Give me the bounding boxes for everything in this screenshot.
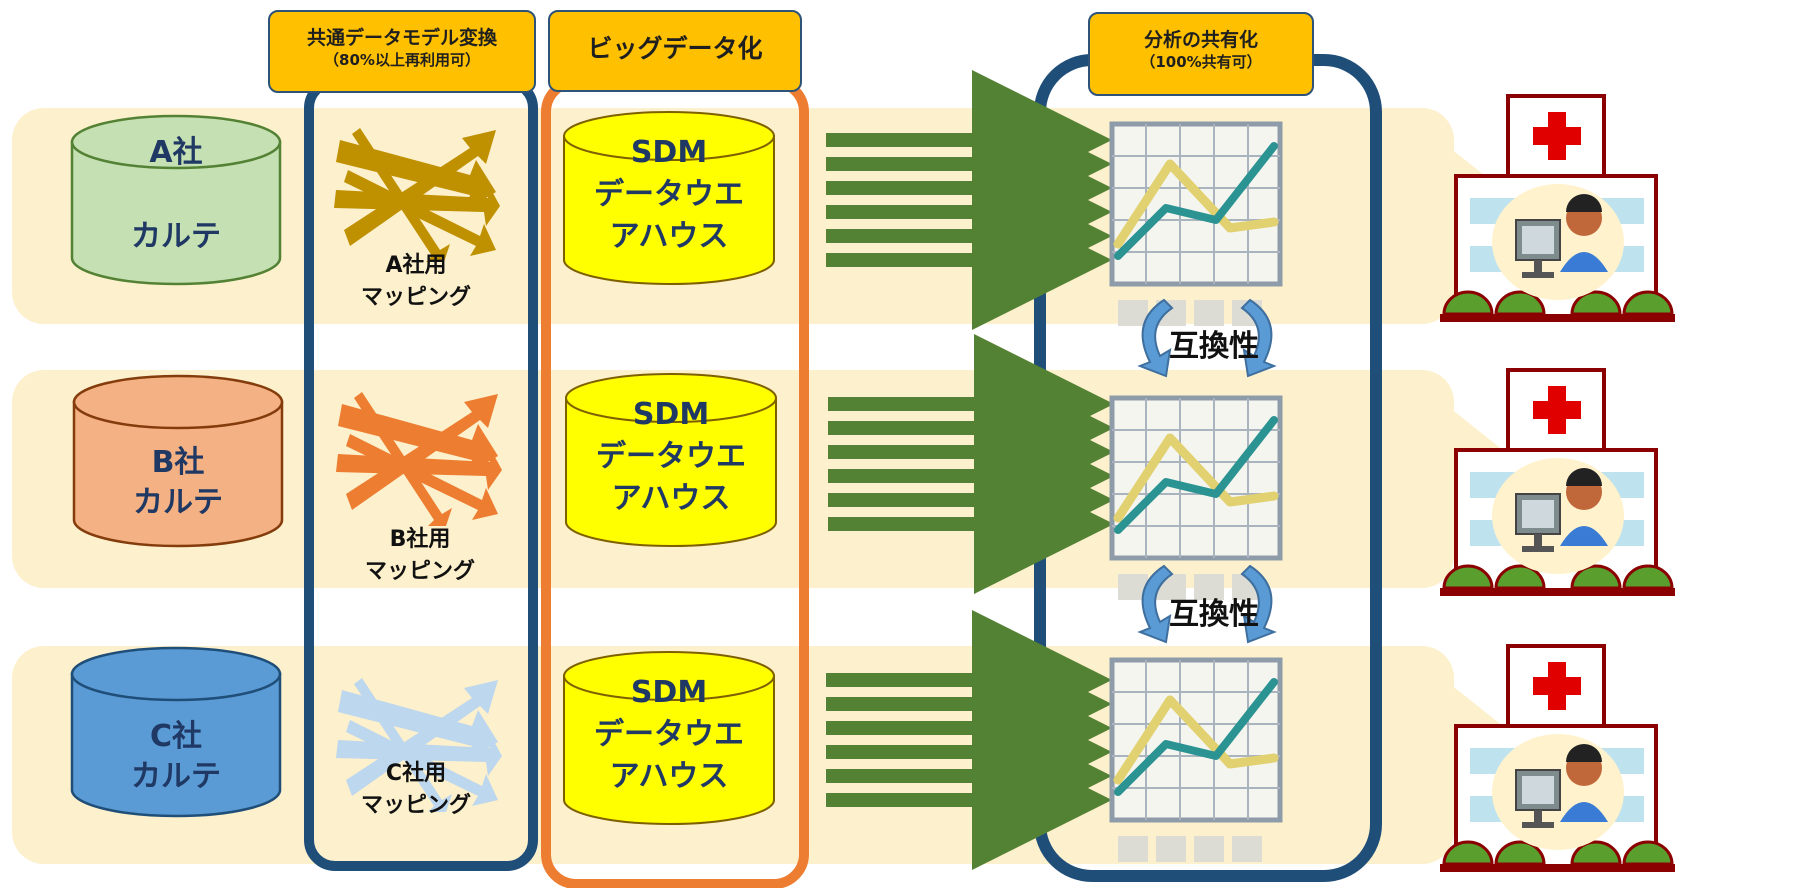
mapping-header-line2: （80%以上再利用可） <box>324 51 480 69</box>
chart-label-c: カルテ <box>131 759 221 794</box>
company-label-a: A社 <box>149 135 202 170</box>
hospital-icon-b <box>1438 368 1677 598</box>
dw-c-line1: SDM <box>631 675 707 710</box>
company-label-b: B社 <box>152 445 205 480</box>
mapping-column-header: 共通データモデル変換 （80%以上再利用可） <box>268 10 536 93</box>
dw-cylinder-b <box>565 373 777 547</box>
dw-b-line2: データウエ <box>596 439 746 474</box>
cylinder-a <box>70 114 282 286</box>
flow-arrows-c <box>826 610 1112 870</box>
mapping-label-a-line1: A社用 <box>385 252 446 278</box>
tangled-arrows-c <box>336 678 502 812</box>
compatibility-label-1: 互換性 <box>1169 329 1259 364</box>
dw-a-line3: アハウス <box>610 219 729 254</box>
cycle-arrows-icon-2 <box>1137 564 1277 644</box>
dw-cylinder-a <box>563 111 775 285</box>
dw-a-line1: SDM <box>631 135 707 170</box>
mapping-label-c-line2: マッピング <box>361 792 471 818</box>
mapping-label-c-line1: C社用 <box>386 760 446 786</box>
tangled-arrows-a <box>334 128 500 262</box>
analysis-header-line2: （100%共有可） <box>1140 53 1262 71</box>
cylinder-b <box>72 374 284 548</box>
dw-c-line3: アハウス <box>610 759 729 794</box>
cylinder-c <box>70 646 282 818</box>
flow-arrows-a <box>826 70 1112 330</box>
dw-b-line3: アハウス <box>612 481 731 516</box>
bigdata-header-text: ビッグデータ化 <box>587 34 763 63</box>
hospital-icon-a <box>1438 94 1677 324</box>
flow-arrows-b <box>828 334 1114 594</box>
tangled-arrows-b <box>336 392 502 526</box>
dw-cylinder-c <box>563 651 775 825</box>
mapping-label-a-line2: マッピング <box>361 284 471 310</box>
dw-c-line2: データウエ <box>594 717 744 752</box>
mapping-label-b-line1: B社用 <box>390 526 451 552</box>
analysis-header-line1: 分析の共有化 <box>1143 29 1258 51</box>
hospital-icon-c <box>1438 644 1677 874</box>
bigdata-column-header: ビッグデータ化 <box>548 10 802 92</box>
mapping-header-line1: 共通データモデル変換 <box>306 27 497 49</box>
analysis-column-header: 分析の共有化 （100%共有可） <box>1088 12 1314 96</box>
chart-label-a: カルテ <box>131 219 221 254</box>
compatibility-label-2: 互換性 <box>1169 597 1259 632</box>
cycle-arrows-icon-1 <box>1137 298 1277 378</box>
dw-b-line1: SDM <box>633 397 709 432</box>
company-label-c: C社 <box>150 719 202 754</box>
chart-label-b: カルテ <box>133 485 223 520</box>
dw-a-line2: データウエ <box>594 177 744 212</box>
mapping-label-b-line2: マッピング <box>365 558 475 584</box>
